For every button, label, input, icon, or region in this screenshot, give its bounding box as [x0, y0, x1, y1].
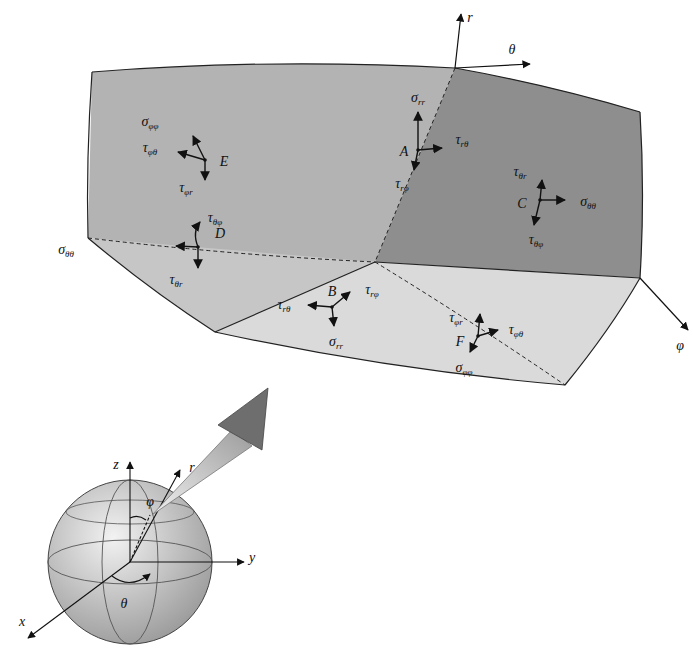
stress-label: σφφ: [142, 115, 159, 129]
axis-label: φ: [146, 495, 154, 509]
stress-label: σθθ: [58, 243, 74, 257]
stress-points: [196, 148, 542, 338]
stress-label: τφθ: [143, 141, 157, 155]
stress-label: τθφ: [208, 211, 222, 225]
axis-label: D: [215, 227, 225, 241]
axis-label: r: [467, 11, 472, 25]
zoom-arrow: [152, 388, 268, 515]
sphere-axes: [28, 462, 244, 638]
axis-label: E: [220, 155, 229, 169]
axis-label: B: [328, 285, 337, 299]
axis-label: x: [19, 615, 25, 629]
stress-label: σφφ: [456, 361, 473, 375]
stress-label: τrθ: [456, 133, 469, 147]
axis-label: φ: [676, 339, 684, 353]
stress-label: τφθ: [509, 323, 523, 337]
stress-label: σrr: [411, 91, 425, 105]
axis-label: F: [456, 335, 465, 349]
axis-label: r: [189, 461, 194, 475]
axis-label: y: [249, 551, 255, 565]
axis-label: A: [400, 145, 409, 159]
stress-label: τθr: [514, 165, 527, 179]
axis-label: z: [113, 458, 118, 472]
stress-label: τrθ: [278, 298, 291, 312]
stress-label: σθθ: [580, 195, 596, 209]
axis-label: θ: [121, 597, 128, 611]
element-outline: [88, 64, 643, 385]
right-face: [375, 68, 643, 278]
hidden-edges: [88, 68, 565, 385]
stress-label: σrr: [329, 335, 343, 349]
element-axes: [455, 14, 688, 330]
stress-label: τrφ: [395, 177, 409, 191]
stress-label: τrφ: [365, 283, 379, 297]
stress-label: τφr: [179, 181, 193, 195]
axis-label: C: [517, 197, 526, 211]
stress-label: τφr: [449, 311, 463, 325]
stress-label: τθr: [170, 273, 183, 287]
stress-arrows: [90, 112, 565, 352]
stress-label: τθφ: [529, 233, 543, 247]
left-lower-face: [88, 238, 375, 332]
axis-label: θ: [509, 43, 516, 57]
bottom-face: [88, 238, 640, 385]
